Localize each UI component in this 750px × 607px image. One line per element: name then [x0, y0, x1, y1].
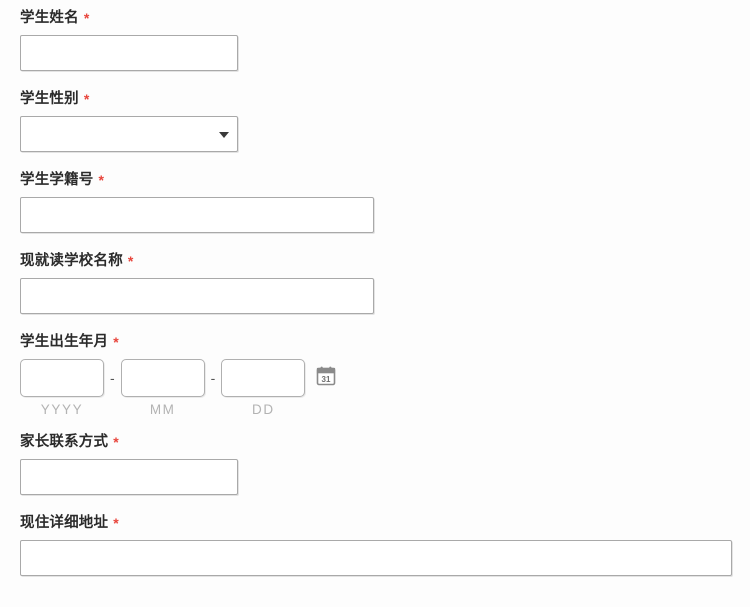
- birth-date-day-hint: DD: [251, 402, 275, 417]
- student-id-number-input[interactable]: [20, 197, 374, 233]
- birth-date-month-input[interactable]: [120, 359, 205, 397]
- parent-contact-input[interactable]: [20, 459, 238, 495]
- required-asterisk: *: [113, 434, 119, 450]
- current-school-name-input[interactable]: [20, 278, 374, 314]
- student-gender-select[interactable]: [20, 116, 238, 152]
- birth-date-year-hint: YYYY: [40, 402, 84, 417]
- field-parent-contact: 家长联系方式*: [20, 432, 750, 495]
- student-registration-form: 学生姓名* 学生性别* 学生学籍号* 现就读学校名称* 学生出生年月*: [20, 8, 750, 576]
- label-text: 家长联系方式: [20, 434, 109, 450]
- birth-date-day-input[interactable]: [221, 359, 306, 397]
- birth-date-day-segment: DD: [221, 359, 306, 418]
- calendar-icon[interactable]: 31: [315, 365, 337, 387]
- required-asterisk: *: [83, 10, 90, 26]
- birth-date-year-input[interactable]: [20, 359, 104, 397]
- label-current-address: 现住详细地址*: [20, 513, 750, 533]
- label-text: 现住详细地址: [20, 515, 109, 531]
- birth-date-group: YYYY - MM - DD 31: [20, 359, 750, 418]
- date-separator: -: [210, 370, 216, 386]
- student-gender-select-wrapper: [20, 116, 238, 152]
- required-asterisk: *: [113, 334, 119, 350]
- field-current-address: 现住详细地址*: [20, 513, 750, 576]
- label-text: 现就读学校名称: [20, 253, 123, 269]
- birth-date-month-hint: MM: [149, 402, 176, 417]
- required-asterisk: *: [127, 253, 134, 269]
- label-text: 学生姓名: [20, 10, 79, 26]
- field-student-name: 学生姓名*: [20, 8, 750, 71]
- label-student-id-number: 学生学籍号*: [20, 170, 750, 190]
- field-student-id-number: 学生学籍号*: [20, 170, 750, 233]
- label-student-name: 学生姓名*: [20, 8, 750, 28]
- required-asterisk: *: [83, 91, 90, 107]
- label-student-gender: 学生性别*: [20, 89, 750, 109]
- label-current-school-name: 现就读学校名称*: [20, 251, 750, 271]
- field-student-birth-date: 学生出生年月* YYYY - MM - DD: [20, 332, 750, 418]
- label-parent-contact: 家长联系方式*: [20, 432, 750, 452]
- date-separator: -: [110, 370, 115, 386]
- birth-date-year-segment: YYYY: [20, 359, 104, 418]
- field-student-gender: 学生性别*: [20, 89, 750, 152]
- label-text: 学生学籍号: [20, 172, 94, 188]
- current-address-input[interactable]: [20, 540, 732, 576]
- birth-date-month-segment: MM: [120, 359, 205, 418]
- svg-text:31: 31: [322, 375, 331, 384]
- required-asterisk: *: [113, 515, 119, 531]
- label-text: 学生性别: [20, 91, 79, 107]
- label-text: 学生出生年月: [20, 334, 109, 350]
- field-current-school-name: 现就读学校名称*: [20, 251, 750, 314]
- student-name-input[interactable]: [20, 35, 238, 71]
- label-student-birth-date: 学生出生年月*: [20, 332, 750, 352]
- required-asterisk: *: [98, 172, 105, 188]
